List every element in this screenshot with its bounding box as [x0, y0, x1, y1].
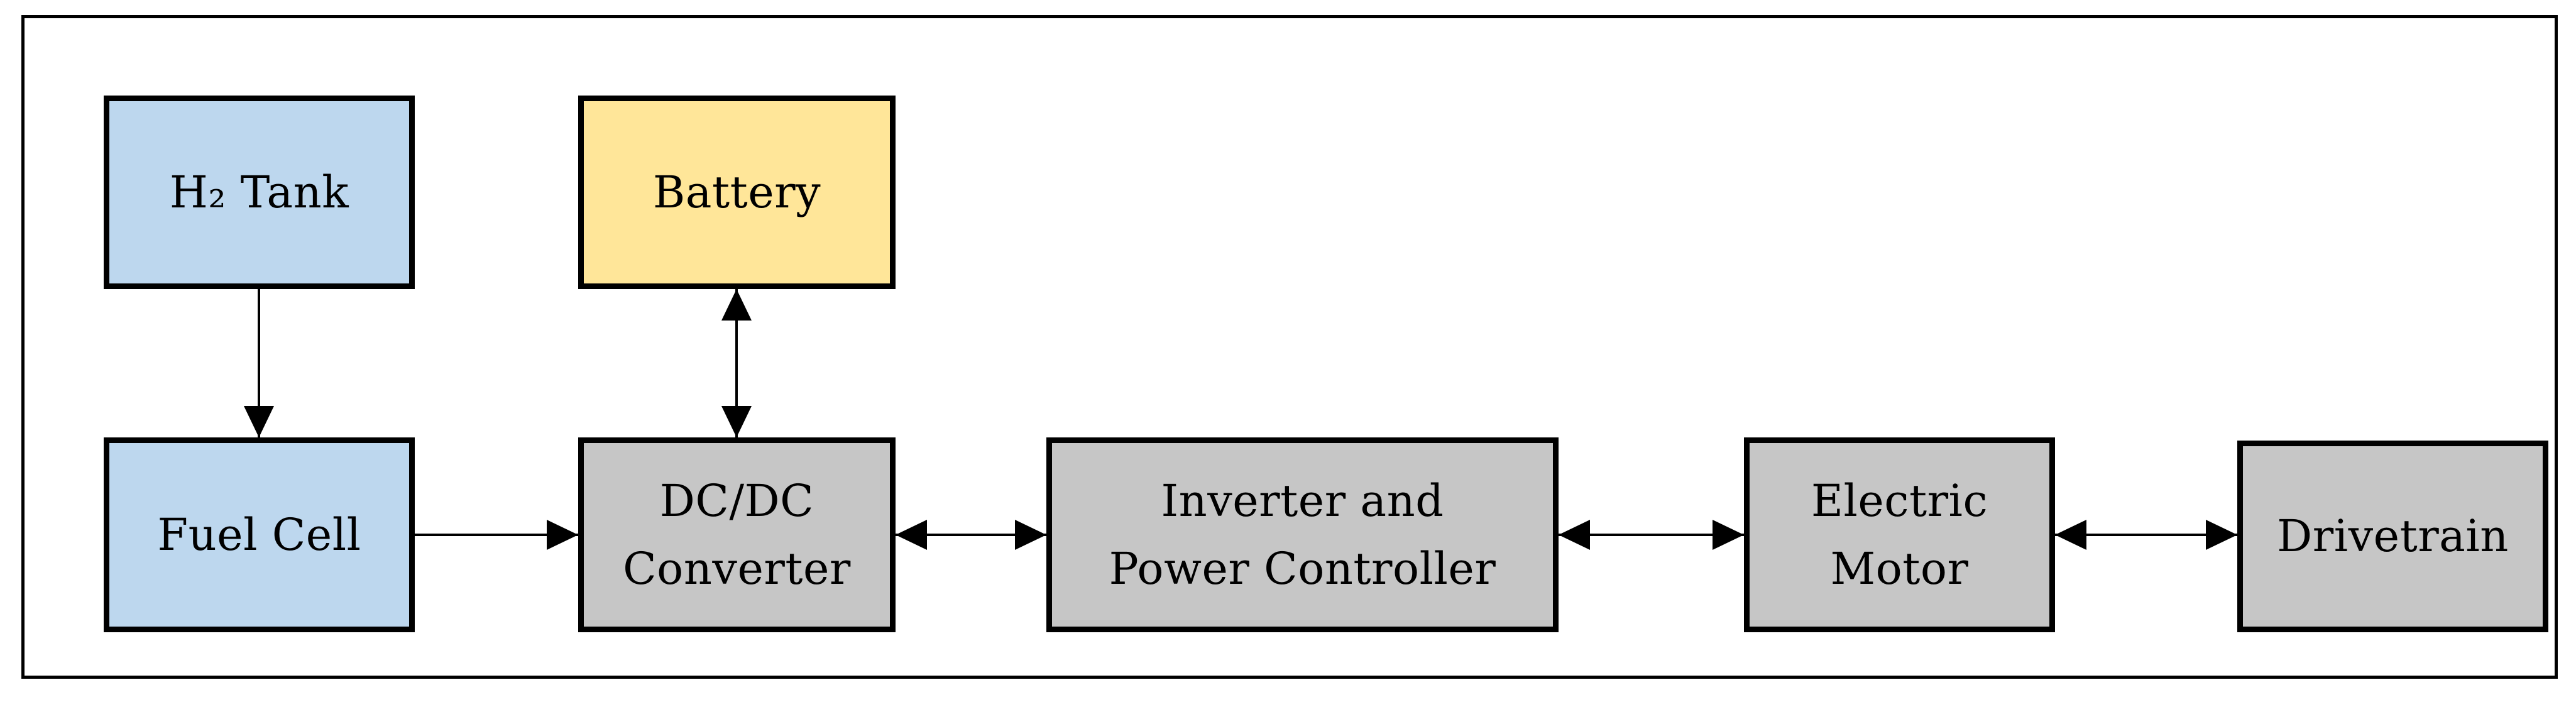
- arrowhead-right-icon: [547, 520, 578, 550]
- block-inverter-power-controller-label: Inverter and Power Controller: [1109, 474, 1496, 595]
- block-inverter-power-controller: Inverter and Power Controller: [1046, 437, 1559, 632]
- block-battery-label: Battery: [652, 166, 821, 218]
- arrow-inverter-motor: [1559, 520, 1744, 550]
- block-fuel-cell: Fuel Cell: [104, 437, 415, 632]
- arrowhead-right-icon: [1015, 520, 1046, 550]
- block-electric-motor-label: Electric Motor: [1811, 474, 1988, 595]
- arrowhead-left-icon: [896, 520, 927, 550]
- block-h2-tank-label: H₂ Tank: [169, 166, 349, 218]
- block-drivetrain: Drivetrain: [2237, 441, 2548, 632]
- arrow-h2tank-to-fuelcell: [244, 289, 274, 437]
- arrowhead-left-icon: [1559, 520, 1590, 550]
- block-h2-tank: H₂ Tank: [104, 96, 415, 289]
- arrow-dcdc-inverter: [896, 520, 1046, 550]
- arrow-motor-drivetrain: [2055, 520, 2237, 550]
- arrow-battery-dcdc: [721, 289, 752, 437]
- block-drivetrain-label: Drivetrain: [2277, 510, 2509, 562]
- block-dcdc-converter-label: DC/DC Converter: [623, 474, 851, 595]
- block-fuel-cell-label: Fuel Cell: [157, 508, 361, 561]
- arrowhead-right-icon: [2206, 520, 2237, 550]
- block-electric-motor: Electric Motor: [1744, 437, 2055, 632]
- block-dcdc-converter: DC/DC Converter: [578, 437, 896, 632]
- arrowhead-down-icon: [721, 406, 752, 437]
- arrowhead-down-icon: [244, 406, 274, 437]
- arrowhead-right-icon: [1713, 520, 1744, 550]
- arrowhead-up-icon: [721, 289, 752, 321]
- block-battery: Battery: [578, 96, 896, 289]
- arrowhead-left-icon: [2055, 520, 2086, 550]
- arrow-fuelcell-to-dcdc: [415, 520, 578, 550]
